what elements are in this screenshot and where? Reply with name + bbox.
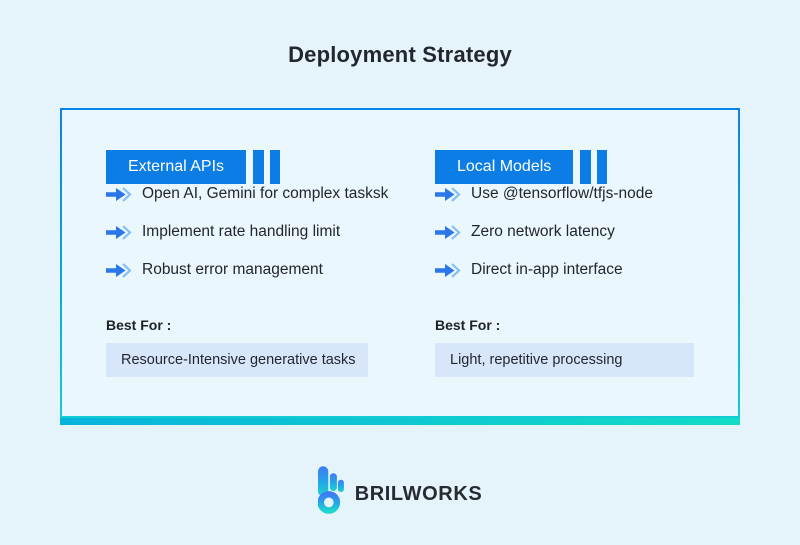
external-apis-header-box: External APIs: [106, 150, 247, 184]
list-item: Open AI, Gemini for complex tasksk: [106, 184, 388, 204]
brand-logo: BRILWORKS: [0, 466, 800, 514]
list-item: Robust error management: [106, 260, 370, 280]
arrow-icon: [435, 186, 461, 202]
best-for-label: Best For :: [106, 317, 172, 333]
list-item-label: Zero network latency: [471, 223, 615, 240]
brilworks-logo-icon: [317, 466, 344, 514]
header-accent-bar-icon: [580, 150, 592, 184]
list-item-label: Open AI, Gemini for complex tasksk: [142, 185, 389, 202]
arrow-icon: [106, 186, 132, 202]
page-title: Deployment Strategy: [288, 42, 512, 67]
local-models-header: Local Models: [435, 150, 694, 184]
card-bottom-accent-bar: [60, 418, 740, 425]
arrow-icon: [435, 224, 461, 240]
column-local-models: Local Models Use @tensorflow/tfjs-node Z…: [435, 150, 694, 416]
list-item: Zero network latency: [435, 222, 694, 242]
list-item-label: Implement rate handling limit: [142, 223, 341, 240]
list-item-label: Direct in-app interface: [471, 261, 623, 278]
list-item: Direct in-app interface: [435, 260, 694, 280]
arrow-icon: [435, 262, 461, 278]
list-item-label: Use @tensorflow/tfjs-node: [471, 185, 654, 202]
best-for-label: Best For :: [435, 317, 501, 333]
best-for-chip: Resource-Intensive generative tasks: [106, 343, 368, 377]
header-accent-bar-icon: [597, 150, 608, 184]
brand-name: BRILWORKS: [354, 482, 483, 505]
local-models-header-box: Local Models: [435, 150, 574, 184]
arrow-icon: [106, 262, 132, 278]
arrow-icon: [106, 224, 132, 240]
list-item: Implement rate handling limit: [106, 222, 370, 242]
header-accent-bar-icon: [270, 150, 281, 184]
external-apis-header: External APIs: [106, 150, 370, 184]
list-item: Use @tensorflow/tfjs-node: [435, 184, 694, 204]
comparison-card: External APIs Open AI, Gemini for comple…: [62, 110, 738, 416]
header-accent-bar-icon: [253, 150, 265, 184]
column-external-apis: External APIs Open AI, Gemini for comple…: [106, 150, 388, 416]
list-item-label: Robust error management: [142, 261, 323, 278]
best-for-chip: Light, repetitive processing: [435, 343, 694, 377]
comparison-card-frame: External APIs Open AI, Gemini for comple…: [60, 108, 740, 418]
